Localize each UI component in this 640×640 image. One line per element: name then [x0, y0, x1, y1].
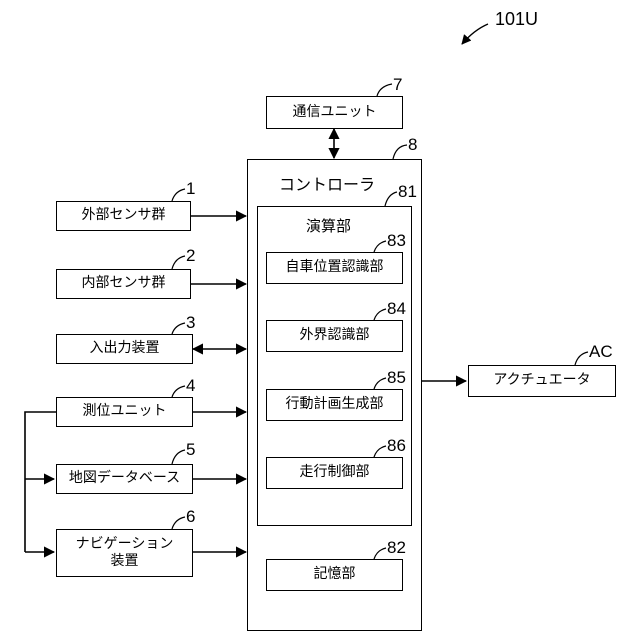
- leader-81: [385, 192, 397, 206]
- leader-83: [374, 241, 386, 252]
- leader-6: [172, 517, 185, 529]
- leader-7: [377, 84, 392, 96]
- leader-8: [393, 145, 407, 159]
- leader-2: [172, 256, 185, 269]
- leader-82: [374, 548, 386, 559]
- leader-ac: [575, 352, 588, 365]
- leader-85: [374, 378, 386, 389]
- leader-1: [172, 189, 185, 201]
- leader-84: [374, 309, 386, 320]
- leader-4: [172, 386, 185, 397]
- leader-3: [172, 323, 185, 334]
- leader-86: [374, 446, 386, 457]
- leader-5: [172, 450, 185, 464]
